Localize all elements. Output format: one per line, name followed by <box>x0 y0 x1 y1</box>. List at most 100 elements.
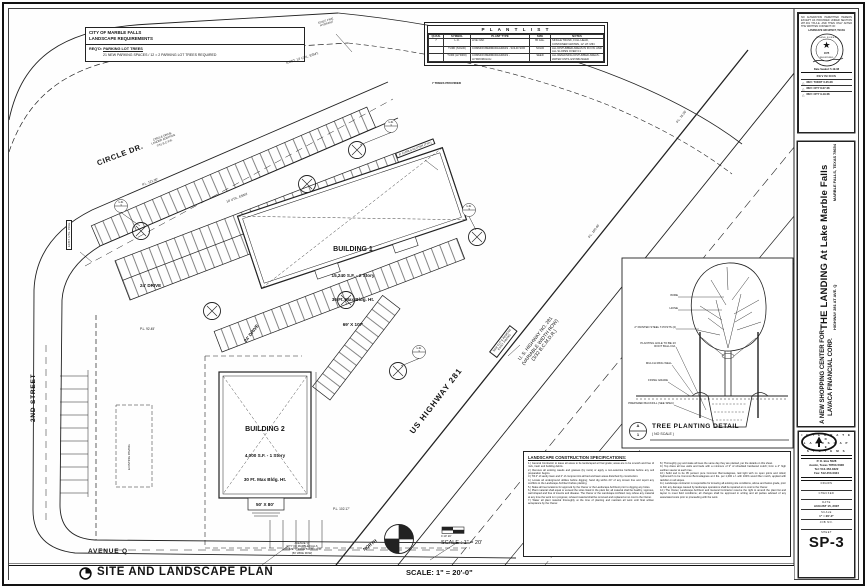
req-city: CITY OF MARBLE FALLS <box>89 30 142 35</box>
building-2-height: 30 Ft. Max Bldg. Ht. <box>243 477 287 483</box>
building-1-label: BUILDING 1 15,240 S.F. - 2 Story 36 Ft. … <box>300 227 406 346</box>
divider <box>801 477 852 481</box>
specs-left-column: 1.) General Contractor to leave all area… <box>528 462 654 506</box>
landscape-specifications-block: LANDSCAPE CONSTRUCTION SPECIFICATIONS: 1… <box>523 451 791 557</box>
field-value-job-no <box>801 524 852 530</box>
table-row: 7 L.O. LIVE OAK 65 GAL. SINGLE TRUNK, FU… <box>428 38 604 47</box>
tree-planting-detail-drawing <box>621 257 794 449</box>
detail-subtitle: ( NO SCALE ) <box>652 432 674 436</box>
specs-right-column: 8.) Thoroughly guy and stake all trees t… <box>660 462 786 499</box>
cell <box>428 53 444 62</box>
landscape-requirements-box: CITY OF MARBLE FALLS LANDSCAPE REQUIREME… <box>85 27 305 62</box>
cell: SEED <box>529 53 551 62</box>
field-value-date: AUGUST 15, 2007 <box>801 504 852 511</box>
project-location: HIGHWAY 281 AT AVE. Q <box>832 284 837 330</box>
project-line1: A NEW SHOPPING CENTER FOR <box>820 330 827 424</box>
architect-seal: DUANE BURES ★ 1375 REGISTERED <box>801 32 852 68</box>
revision-triangle-icon: △ <box>802 86 805 91</box>
firm-title-block: I N T E G R A T E D L A N D S C A P E S … <box>798 431 855 578</box>
revision-triangle-icon: △ <box>802 80 805 85</box>
keynote-bubble: L.O.1 <box>384 121 398 127</box>
detail-label-wire: WIRE <box>670 293 678 297</box>
cell: 7 <box>428 38 444 47</box>
avenue-q-row-note: AVENUE 'Q' CITY OF MARBLE FALLS VOLUME '… <box>282 542 322 555</box>
revision-row: △REV: CITY 8-07-08 <box>801 84 852 91</box>
detail-label-tposts: 2" PAINTED STEEL T-POSTS (2) <box>634 325 676 329</box>
building-1-dims: 69' X 107' <box>342 321 364 327</box>
scale-bar <box>441 526 465 534</box>
keynote-top: L.O. <box>118 200 124 204</box>
detail-label-backfill: PREPARED BACKFILL (SEE SPEC) <box>628 401 674 405</box>
keynote-bottom: 1 <box>390 123 392 127</box>
cell <box>428 45 444 55</box>
keynote-bubble: L.O.1 <box>412 347 426 353</box>
scale-bar-text: SCALE : 1" = 20' <box>441 540 483 546</box>
detail-bubble-number: 1 <box>636 431 640 437</box>
detail-label-finish-grade: FINISH GRADE <box>648 378 668 382</box>
field-label-date: DATE <box>822 501 831 505</box>
seal-name: DUANE BURES <box>816 36 837 39</box>
keynote-bubbles <box>114 119 477 367</box>
street-label-2nd-street: 2ND STREET <box>30 373 37 422</box>
building-2-label: BUILDING 2 4,000 S.F. - 1 Story 30 Ft. M… <box>222 407 308 526</box>
seal-block: NO ALTERATION PERMITTED HEREON EXCEPT AS… <box>798 13 855 133</box>
cell: TURF (SOLID) <box>443 45 471 55</box>
tree-symbols <box>132 141 486 380</box>
plan-north-icon <box>79 567 92 580</box>
seal-number: 1375 <box>823 51 830 55</box>
keynote-bottom: 1 <box>468 207 470 211</box>
firm-address: P. O. Box 5028 Austin, Texas 78763-5028 … <box>809 459 844 475</box>
keynote-bottom: 1 <box>418 349 420 353</box>
project-name: THE LANDING At Lake Marble Falls <box>819 164 830 330</box>
field-value-drawn <box>801 485 852 491</box>
cell: COMMON BERMUDAGRASS - SOLID SOD <box>470 45 530 55</box>
table-row: TURF (SOLID) COMMON BERMUDAGRASS - SOLID… <box>428 45 604 55</box>
revision-row: △REV: TXDOT 6-05-08 <box>801 78 852 85</box>
seal-registered: REGISTERED <box>819 56 834 59</box>
cell: TURF (HYDRO) <box>443 53 471 62</box>
cell: L.O. <box>443 38 471 47</box>
north-arrow <box>384 524 414 554</box>
firm-name-2: L A N D S C A P E <box>803 440 850 449</box>
cell: SINGLE TRUNK, FULL HEAD, CONTAINER GROWN… <box>550 38 604 47</box>
building-2-area: 4,000 S.F. - 1 Story <box>244 453 286 458</box>
field-value-scale: 1" = 20'-0" <box>801 514 852 521</box>
building-1-area: 15,240 S.F. - 2 Story <box>331 273 375 278</box>
keynote-bubble: L.O.1 <box>462 205 476 211</box>
detail-label-mulch-ring: MULCH RING WELL <box>645 361 672 365</box>
revision-triangle-icon: △ <box>802 92 805 97</box>
seal-signee: LANDSCAPE ARCHITECT, TEXAS <box>808 29 845 32</box>
plant-list-table: P L A N T L I S T QUAN. SYMBOL PLANT TYP… <box>424 22 608 66</box>
drive-width-label: 24' DRIVE <box>140 283 162 288</box>
keynote-bubble: L.O.1 <box>114 201 128 207</box>
cell: SOLID <box>529 45 551 55</box>
drawing-title-bar: SITE AND LANDSCAPE PLAN SCALE: 1" = 20'-… <box>9 566 794 580</box>
detail-label-planting-hole: PLANTING HOLE TO BE 2X ROOT BALL DIA. <box>640 341 676 349</box>
sheet-label: SHEET <box>821 530 832 534</box>
building-1-height: 36 Ft. Max Bldg. Ht. <box>331 297 375 303</box>
keynote-top: L.O. <box>466 204 472 208</box>
field-label-job-no: JOB NO. <box>819 521 834 525</box>
existing-parking-stalls <box>60 375 88 494</box>
project-city: MARBLE FALLS, TEXAS 78654 <box>832 144 837 202</box>
req-calc: 21 NEW PARKING SPACES / 12 = 2 PARKING L… <box>103 52 217 57</box>
inner-curb <box>59 117 471 544</box>
property-line-dim: P.L. 92.45' <box>140 327 155 331</box>
keynote-top: L.O. <box>416 346 422 350</box>
detail-bubble-letter: A <box>636 422 640 428</box>
building-2-dims: 50' X 80' <box>255 501 275 507</box>
seal-star-icon: ★ <box>822 39 831 50</box>
field-value-checked <box>801 495 852 501</box>
req-label: REQ'D: <box>89 46 103 51</box>
trees-provided-note: 7 TREES PROVIDED <box>432 81 462 85</box>
plan-linework <box>9 12 794 566</box>
cell: ALL DISTURBED AREAS IN R.O.W. AND ALL SL… <box>550 45 604 55</box>
revision-text: REV: TXDOT 6-05-08 <box>806 81 833 84</box>
table-row: TURF (HYDRO) COMMON BERMUDAGRASS - HYDRO… <box>428 53 604 62</box>
property-line-dim: P.L. 102.17' <box>333 507 350 511</box>
drawing-scale: SCALE: 1" = 20'-0" <box>406 568 473 577</box>
lease-parcel-line <box>204 355 470 549</box>
revisions-header: REVISIONS <box>816 73 837 78</box>
